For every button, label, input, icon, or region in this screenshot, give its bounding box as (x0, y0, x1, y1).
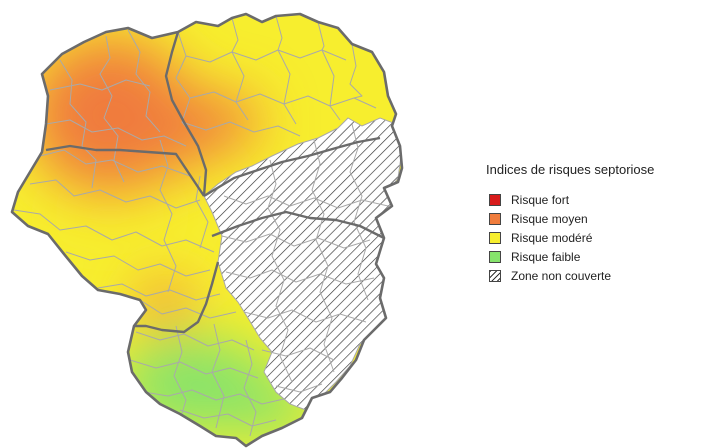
commune-border-17 (179, 409, 277, 427)
legend-swatch-risque-moyen (489, 212, 501, 225)
commune-border-21 (175, 31, 197, 141)
risk-moyen-south-area (139, 283, 191, 327)
zone-commune-border-7 (267, 159, 293, 383)
commune-border-20 (243, 339, 257, 437)
zone-commune-border-8 (311, 139, 335, 373)
zone-commune-border-3 (225, 269, 375, 285)
commune-border-25 (231, 17, 249, 121)
commune-borders (13, 15, 377, 437)
commune-border-15 (129, 359, 259, 379)
commune-border-19 (211, 323, 225, 429)
commune-border-7 (29, 179, 201, 209)
commune-border-26 (275, 15, 297, 125)
commune-border-28 (349, 43, 363, 99)
legend-swatch-zone-non-couverte (489, 269, 501, 282)
legend-item-risque-faible: Risque faible (489, 247, 718, 266)
commune-border-22 (185, 49, 347, 63)
legend-label-zone-non-couverte: Zone non couverte (511, 268, 612, 283)
zone-commune-border-5 (261, 347, 335, 361)
department-borders (45, 31, 385, 334)
department-border-5 (134, 261, 220, 334)
map-legend: Indices de risques septoriose Risque for… (486, 162, 718, 285)
department-border-4 (211, 210, 385, 240)
legend-label-risque-modere: Risque modéré (511, 230, 593, 245)
legend-item-risque-modere: Risque modéré (489, 228, 718, 247)
legend-item-zone-non-couverte: Zone non couverte (489, 266, 718, 285)
legend-label-risque-faible: Risque faible (511, 249, 581, 264)
commune-border-4 (127, 29, 161, 133)
legend-swatch-risque-modere (489, 231, 501, 244)
commune-border-10 (97, 283, 221, 301)
zone-commune-border-4 (243, 309, 367, 323)
commune-border-18 (173, 325, 187, 421)
legend-label-risque-moyen: Risque moyen (511, 211, 588, 226)
commune-border-1 (49, 79, 151, 91)
commune-border-5 (45, 119, 187, 147)
commune-border-8 (13, 209, 215, 253)
commune-border-14 (135, 331, 255, 351)
risk-moyen-north-center-area (180, 94, 260, 150)
zone-commune-border-2 (221, 233, 371, 249)
commune-border-16 (143, 389, 289, 405)
commune-border-2 (59, 59, 97, 189)
commune-border-11 (159, 139, 177, 293)
zone-commune-border-1 (223, 195, 389, 209)
legend-title: Indices de risques septoriose (486, 162, 655, 177)
commune-border-3 (99, 35, 125, 183)
legend-items: Risque fort Risque moyen Risque modéré R… (486, 190, 718, 285)
zone-non-couverte-commune-borders (221, 123, 389, 393)
zone-commune-border-9 (349, 123, 369, 301)
department-border-3 (203, 136, 381, 198)
commune-border-13 (139, 299, 237, 319)
legend-swatch-risque-fort (489, 193, 501, 206)
legend-swatch-risque-faible (489, 250, 501, 263)
zone-commune-border-6 (275, 383, 323, 393)
legend-item-risque-fort: Risque fort (489, 190, 718, 209)
commune-border-24 (181, 121, 301, 137)
department-border-1 (164, 31, 208, 197)
commune-border-27 (317, 21, 341, 121)
legend-label-risque-fort: Risque fort (511, 192, 570, 207)
commune-border-9 (65, 251, 211, 277)
legend-item-risque-moyen: Risque moyen (489, 209, 718, 228)
commune-border-6 (39, 149, 191, 177)
department-border-2 (45, 144, 205, 197)
